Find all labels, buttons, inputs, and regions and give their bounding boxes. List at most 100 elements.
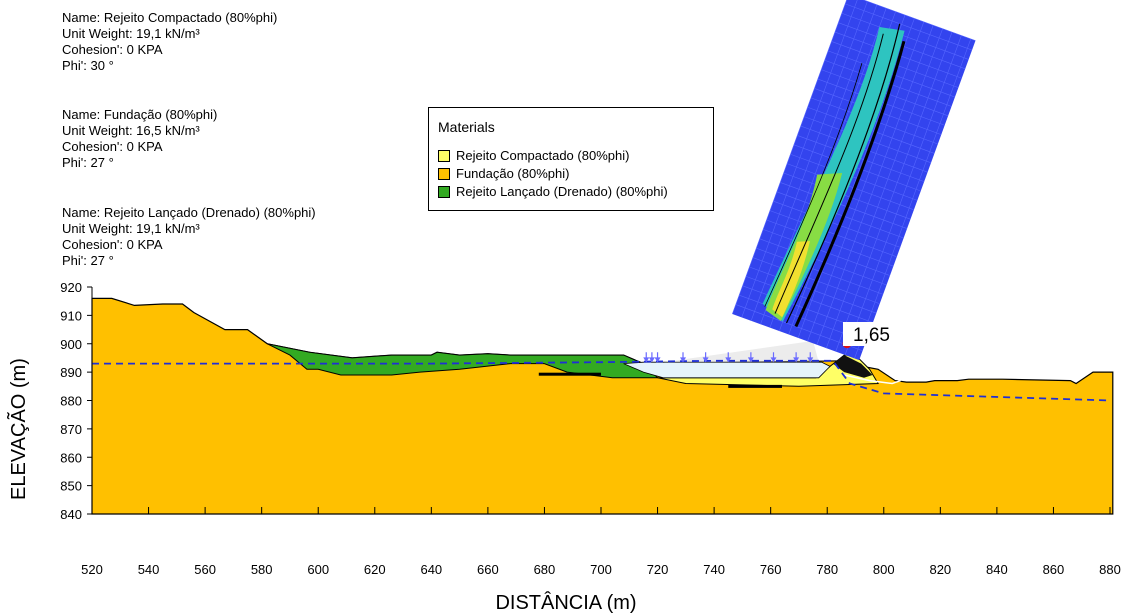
- material-phi: Phi': 27 °: [62, 155, 114, 170]
- grid-line: [732, 0, 849, 315]
- water-features: [92, 352, 1111, 402]
- dam-crest-layer: [832, 355, 873, 378]
- grid-line: [826, 28, 943, 349]
- y-axis-title: ELEVAÇÃO (m): [8, 358, 30, 500]
- material-name: Name: Rejeito Compactado (80%phi): [62, 10, 278, 25]
- y-tick-label: 860: [60, 450, 82, 465]
- load-arrowhead: [643, 357, 650, 363]
- contour-line: [764, 63, 863, 307]
- x-tick-label: 640: [420, 562, 442, 577]
- legend-swatch: [438, 185, 450, 198]
- grid-line: [834, 31, 962, 79]
- grid-line: [786, 163, 915, 211]
- load-arrowhead: [702, 357, 709, 363]
- y-tick-label: 850: [60, 479, 82, 494]
- grid-line: [845, 3, 973, 51]
- load-arrowhead: [680, 357, 687, 363]
- x-tick-label: 720: [647, 562, 669, 577]
- grid-line: [790, 153, 918, 201]
- x-tick-label: 780: [816, 562, 838, 577]
- x-tick-label: 840: [986, 562, 1008, 577]
- y-tick-label: 920: [60, 280, 82, 295]
- contour-line: [774, 33, 884, 314]
- fs-label-bg: [843, 322, 905, 346]
- material-info-rejeito-compactado: Name: Rejeito Compactado (80%phi) Unit W…: [62, 10, 277, 74]
- failure-surface: [844, 374, 901, 385]
- material-name: Name: Fundação (80%phi): [62, 107, 218, 122]
- x-tick-label: 860: [1043, 562, 1065, 577]
- x-tick-label: 800: [873, 562, 895, 577]
- y-tick-label: 910: [60, 308, 82, 323]
- y-tick-label: 900: [60, 337, 82, 352]
- y-tick-label: 840: [60, 507, 82, 522]
- grid-line: [848, 0, 976, 41]
- axes: 840 850 860 870 880 890 900 910 920 520 540 560 580 6…: [60, 280, 1121, 577]
- material-phi: Phi': 27 °: [62, 253, 114, 268]
- grid-line: [816, 25, 934, 345]
- material-cohesion: Cohesion': 0 KPA: [62, 139, 163, 154]
- load-arrowhead: [807, 357, 814, 363]
- x-tick-label: 680: [534, 562, 556, 577]
- legend-label: Rejeito Lançado (Drenado) (80%phi): [456, 184, 668, 199]
- x-tick-label: 760: [760, 562, 782, 577]
- grid-line: [766, 219, 894, 267]
- material-phi: Phi': 30 °: [62, 58, 114, 73]
- legend-item-rejeito-lancado: Rejeito Lançado (Drenado) (80%phi): [438, 184, 668, 200]
- slip-grid-rotated: [732, 0, 976, 361]
- x-tick-label: 540: [138, 562, 160, 577]
- legend-label: Fundação (80%phi): [456, 166, 570, 181]
- material-cohesion: Cohesion': 0 KPA: [62, 42, 163, 57]
- grid-line: [741, 0, 859, 318]
- material-unit-weight: Unit Weight: 19,1 kN/m³: [62, 221, 200, 236]
- internal-layer: [538, 372, 601, 376]
- material-unit-weight: Unit Weight: 16,5 kN/m³: [62, 123, 200, 138]
- grid-line: [854, 38, 972, 359]
- grid-line: [844, 35, 962, 356]
- contour-line: [794, 40, 906, 328]
- grid-line: [783, 172, 911, 220]
- grid-line: [773, 200, 901, 248]
- legend-item-rejeito-compactado: Rejeito Compactado (80%phi): [438, 148, 629, 164]
- load-arrowhead: [654, 357, 661, 363]
- legend-label: Rejeito Compactado (80%phi): [456, 148, 630, 163]
- material-regions: [91, 297, 1114, 515]
- legend-item-fundacao: Fundação (80%phi): [438, 166, 569, 182]
- x-tick-label: 740: [703, 562, 725, 577]
- material-info-fundacao: Name: Fundação (80%phi) Unit Weight: 16,…: [62, 107, 217, 171]
- x-tick-label: 520: [81, 562, 103, 577]
- material-unit-weight: Unit Weight: 19,1 kN/m³: [62, 26, 200, 41]
- grid-line: [763, 229, 891, 276]
- x-tick-label: 660: [477, 562, 499, 577]
- x-tick-label: 880: [1099, 562, 1121, 577]
- grid-line: [776, 191, 904, 239]
- legend-swatch: [438, 149, 450, 162]
- factor-of-safety-label: 1,65: [853, 325, 890, 346]
- x-tick-label: 560: [194, 562, 216, 577]
- x-tick-label: 580: [251, 562, 273, 577]
- drained-tailings-region: [267, 343, 659, 379]
- load-arrowhead: [747, 357, 754, 363]
- grid-line: [750, 1, 868, 321]
- y-tick-label: 870: [60, 422, 82, 437]
- grid-line: [769, 210, 897, 258]
- grid-line: [835, 31, 953, 352]
- grid-line: [780, 182, 908, 229]
- pond-water: [623, 361, 831, 379]
- load-arrowhead: [793, 357, 800, 363]
- grid-line: [793, 144, 921, 192]
- material-info-rejeito-lancado: Name: Rejeito Lançado (Drenado) (80%phi)…: [62, 205, 316, 269]
- grid-line: [807, 21, 925, 342]
- y-tick-label: 880: [60, 394, 82, 409]
- load-arrowhead: [770, 357, 777, 363]
- y-tick-label: 890: [60, 365, 82, 380]
- x-tick-label: 700: [590, 562, 612, 577]
- slip-center-grid: [732, 0, 976, 361]
- load-arrowhead: [725, 357, 732, 363]
- x-tick-label: 620: [364, 562, 386, 577]
- x-tick-label: 600: [307, 562, 329, 577]
- material-cohesion: Cohesion': 0 KPA: [62, 237, 163, 252]
- materials-legend: Materials Rejeito Compactado (80%phi) Fu…: [428, 107, 714, 211]
- x-tick-label: 820: [929, 562, 951, 577]
- grid-line: [735, 304, 863, 352]
